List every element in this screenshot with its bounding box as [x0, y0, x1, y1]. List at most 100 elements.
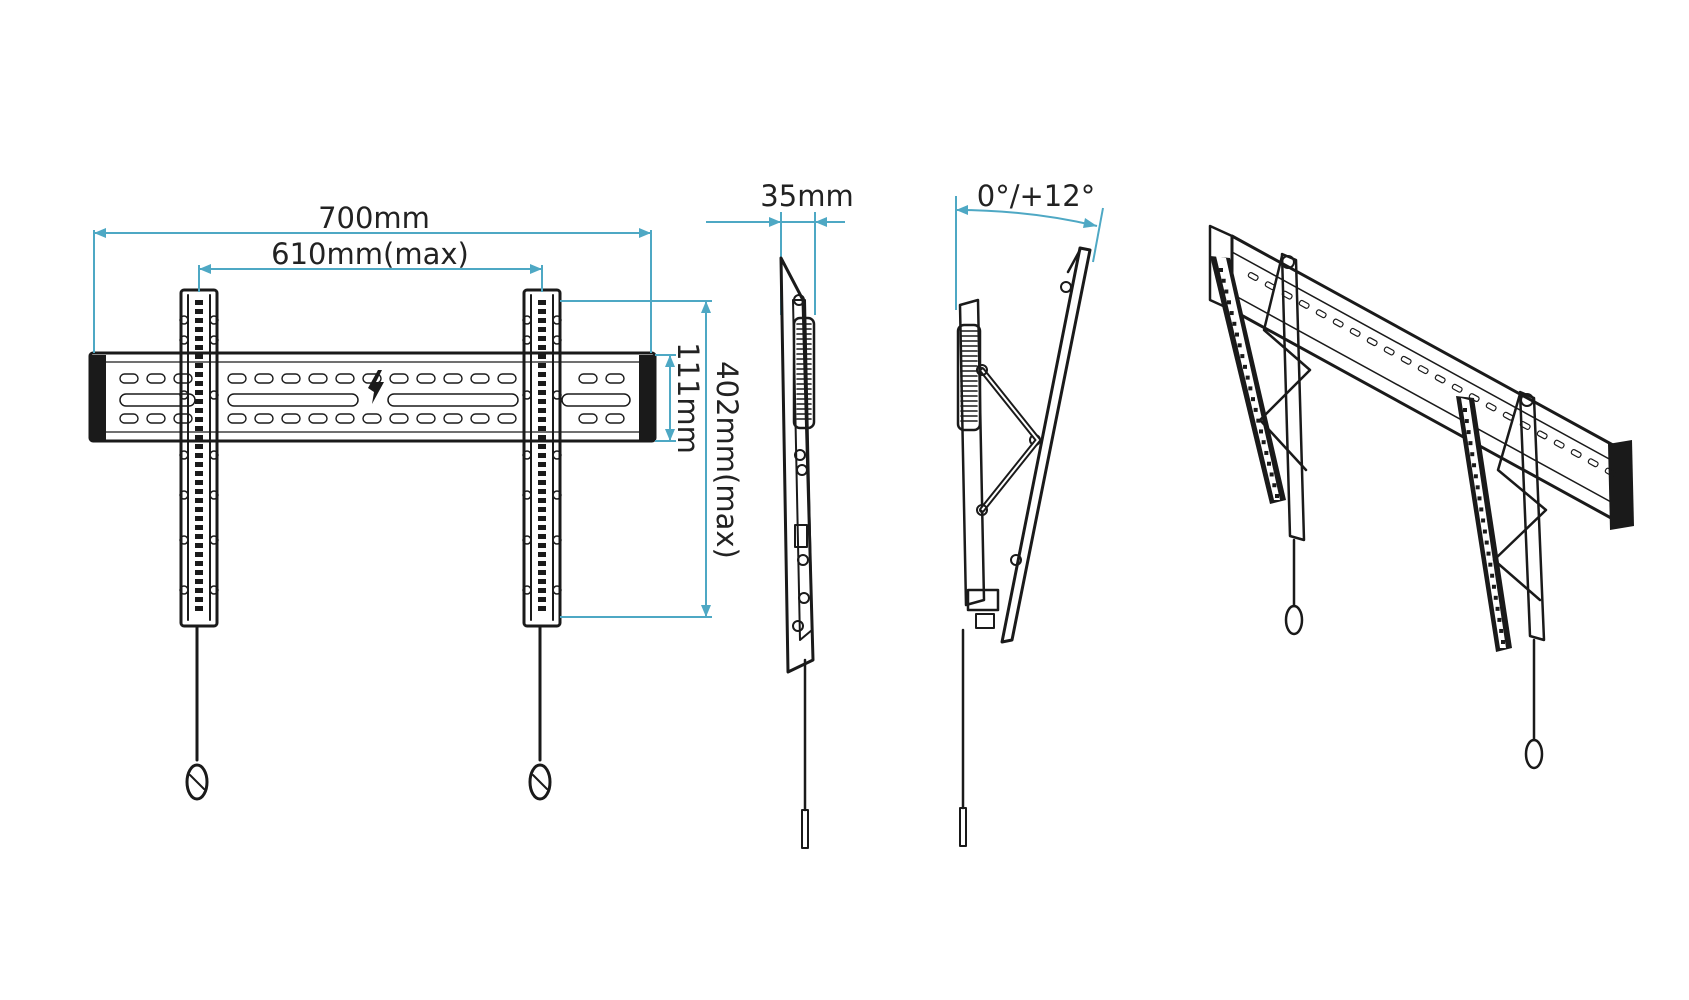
bracket-slot [195, 525, 203, 530]
perspective-rail-slot [1485, 402, 1497, 412]
rail-slot [227, 373, 247, 384]
perspective-bracket-hole [1477, 496, 1482, 501]
front-view: 700mm 610mm(max) 111mm 402mm( [88, 201, 744, 801]
perspective-bracket-hole [1499, 628, 1504, 633]
brand-logo-mark [368, 370, 384, 404]
bracket-slot [538, 372, 546, 377]
bracket-slot [195, 489, 203, 494]
dimension-bracket-spacing: 610mm(max) [198, 237, 543, 292]
rail-slot [389, 413, 409, 424]
bracket-slot [538, 552, 546, 557]
perspective-rail-slot [1383, 346, 1395, 356]
perspective-rail-slot [1587, 458, 1599, 468]
perspective-bracket-hole [1245, 375, 1250, 380]
bracket-slot [195, 426, 203, 431]
bracket-screw [552, 490, 562, 500]
bracket-slot [538, 444, 546, 449]
bracket-screw [522, 450, 532, 460]
perspective-bracket-hole [1479, 507, 1484, 512]
perspective-bracket-hole [1464, 419, 1469, 424]
bracket-slot [195, 561, 203, 566]
bracket-slot [195, 318, 203, 323]
bracket-screw [522, 535, 532, 545]
bracket-slot [195, 606, 203, 611]
bracket-slot [538, 435, 546, 440]
bracket-screw [209, 490, 219, 500]
rail-slot [173, 373, 193, 384]
rail-slot [497, 373, 517, 384]
bracket-slot [538, 588, 546, 593]
right-tv-bracket [522, 288, 562, 801]
rail-slot [443, 413, 463, 424]
perspective-bracket-hole [1235, 332, 1239, 337]
rail-slot [281, 413, 301, 424]
rail-slot [470, 413, 490, 424]
rail-slot [281, 373, 301, 384]
rail-slot [497, 413, 517, 424]
bracket-screw [522, 335, 532, 345]
bracket-slot [538, 516, 546, 521]
perspective-bracket-hole [1275, 494, 1279, 498]
perspective-bracket-hole [1491, 584, 1496, 589]
bracket-slot [538, 597, 546, 602]
perspective-bracket-hole [1472, 463, 1477, 468]
bracket-slot [538, 561, 546, 566]
perspective-rail-slot [1315, 309, 1327, 319]
perspective-rail-slot [1400, 355, 1412, 365]
dimension-tilt-angle: 0°/+12° [955, 179, 1104, 310]
bracket-slot [195, 471, 203, 476]
bracket-slot [195, 579, 203, 584]
bracket-slot [538, 309, 546, 314]
bracket-screw [552, 335, 562, 345]
bracket-slot [538, 345, 546, 350]
bracket-slot [195, 309, 203, 314]
bracket-slot [195, 453, 203, 458]
perspective-bracket-hole [1463, 408, 1467, 412]
tilted-tv-bracket [1000, 246, 1092, 644]
dimension-rail-height: 111mm [655, 342, 705, 454]
tilt-range-label: 0°/+12° [977, 179, 1095, 213]
bracket-slot [195, 435, 203, 440]
bracket-slot [195, 516, 203, 521]
bracket-slot [195, 390, 203, 395]
dimension-bracket-height: 402mm(max) [560, 300, 744, 618]
rail-slot [605, 413, 625, 424]
bracket-slot [538, 489, 546, 494]
left-bracket-holes [179, 300, 219, 611]
perspective-bracket-hole [1267, 461, 1271, 466]
tilted-rail-ribs [960, 330, 978, 422]
right-pull-ring [528, 763, 552, 801]
bracket-slot [195, 534, 203, 539]
rail-slot [308, 413, 328, 424]
rail-slot [578, 373, 598, 384]
perspective-bracket-hole [1481, 518, 1486, 523]
perspective-bracket-hole [1232, 321, 1237, 326]
bracket-slot [538, 381, 546, 386]
bracket-slot [538, 507, 546, 512]
bracket-slot [538, 399, 546, 404]
bracket-slot [538, 543, 546, 548]
perspective-bracket-hole [1221, 278, 1226, 283]
bracket-screw [179, 490, 189, 500]
right-bracket-holes [522, 300, 562, 611]
bracket-slot [195, 462, 203, 467]
perspective-bracket-hole [1251, 397, 1255, 402]
perspective-bracket-hole [1261, 440, 1266, 445]
perspective-bracket-hole [1240, 354, 1245, 359]
perspective-left-bracket [1210, 252, 1312, 636]
perspective-bracket-hole [1468, 441, 1473, 446]
perspective-rail-slot [1434, 374, 1446, 384]
dimension-overall-width: 700mm [93, 201, 652, 353]
bracket-slot [195, 480, 203, 485]
perspective-rail-slot [1451, 383, 1463, 393]
bracket-slot [195, 399, 203, 404]
bracket-screw [179, 585, 189, 595]
perspective-bracket-hole [1269, 472, 1274, 477]
perspective-bracket-hole [1484, 540, 1489, 545]
bracket-screw [179, 390, 189, 400]
bracket-slot [195, 300, 203, 305]
rail-slot [416, 373, 436, 384]
bracket-slot [195, 354, 203, 359]
